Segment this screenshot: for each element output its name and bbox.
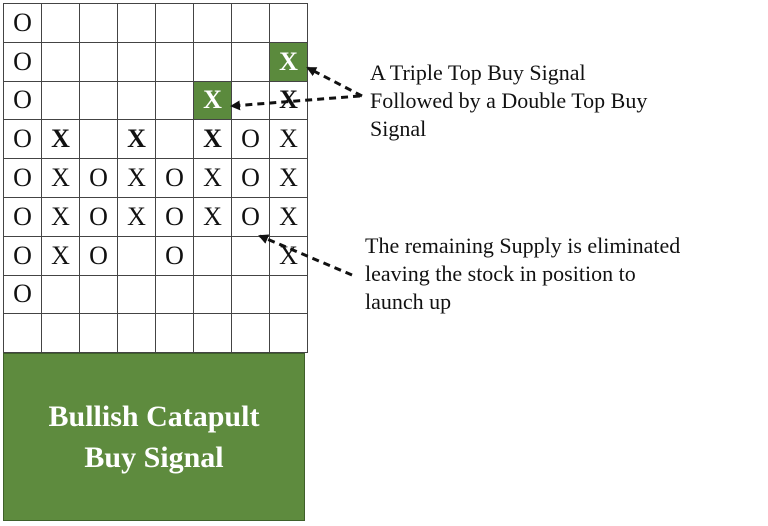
panel-title-line2: Buy Signal xyxy=(84,441,224,474)
grid-cell xyxy=(231,274,270,315)
grid-cell xyxy=(193,235,232,276)
grid-cell: O xyxy=(3,235,42,276)
grid-cell xyxy=(117,313,156,354)
grid-cell: X xyxy=(41,197,80,237)
grid-cell xyxy=(155,80,194,121)
grid-cell: X xyxy=(269,119,308,160)
supply-annotation: The remaining Supply is eliminated leavi… xyxy=(365,232,765,316)
grid-cell xyxy=(155,41,194,82)
grid-cell xyxy=(117,235,156,276)
grid-cell: X xyxy=(193,119,232,160)
panel-title-line1: Bullish Catapult xyxy=(48,400,260,433)
bullish-catapult-panel: Bullish Catapult Buy Signal xyxy=(3,353,305,521)
signal-annotation-line2: Followed by a Double Top Buy xyxy=(370,88,648,113)
grid-cell: X xyxy=(269,197,308,237)
grid-cell xyxy=(231,313,270,354)
grid-cell xyxy=(117,41,156,82)
grid-cell: O xyxy=(3,197,42,237)
grid-cell xyxy=(193,3,232,43)
grid-cell xyxy=(155,274,194,315)
grid-cell: O xyxy=(231,197,270,237)
grid-cell: O xyxy=(79,197,118,237)
grid-cell xyxy=(269,3,308,43)
arrow-to-double-top xyxy=(230,94,361,111)
grid-cell xyxy=(155,119,194,160)
grid-cell xyxy=(269,313,308,354)
grid-cell xyxy=(193,313,232,354)
supply-annotation-line2: leaving the stock in position to xyxy=(365,261,636,286)
grid-cell xyxy=(231,3,270,43)
grid-cell: X xyxy=(269,41,308,82)
supply-annotation-line1: The remaining Supply is eliminated xyxy=(365,233,681,258)
supply-annotation-line3: launch up xyxy=(365,289,452,314)
grid-cell xyxy=(117,80,156,121)
arrow-to-triple-top xyxy=(306,66,363,98)
grid-cell xyxy=(231,41,270,82)
grid-cell: O xyxy=(3,274,42,315)
grid-cell xyxy=(41,313,80,354)
grid-cell: O xyxy=(3,158,42,198)
grid-cell: X xyxy=(269,235,308,276)
signal-annotation: A Triple Top Buy Signal Followed by a Do… xyxy=(370,59,760,143)
grid-cell: O xyxy=(3,3,42,43)
grid-cell: X xyxy=(193,80,232,121)
grid-cell: O xyxy=(3,119,42,160)
grid-cell: O xyxy=(79,235,118,276)
grid-cell: O xyxy=(3,41,42,82)
grid-cell: O xyxy=(231,119,270,160)
grid-cell: O xyxy=(231,158,270,198)
arrow-to-remaining-supply xyxy=(258,234,353,277)
signal-annotation-line3: Signal xyxy=(370,116,427,141)
signal-annotation-line1: A Triple Top Buy Signal xyxy=(370,60,586,85)
grid-cell: X xyxy=(193,197,232,237)
